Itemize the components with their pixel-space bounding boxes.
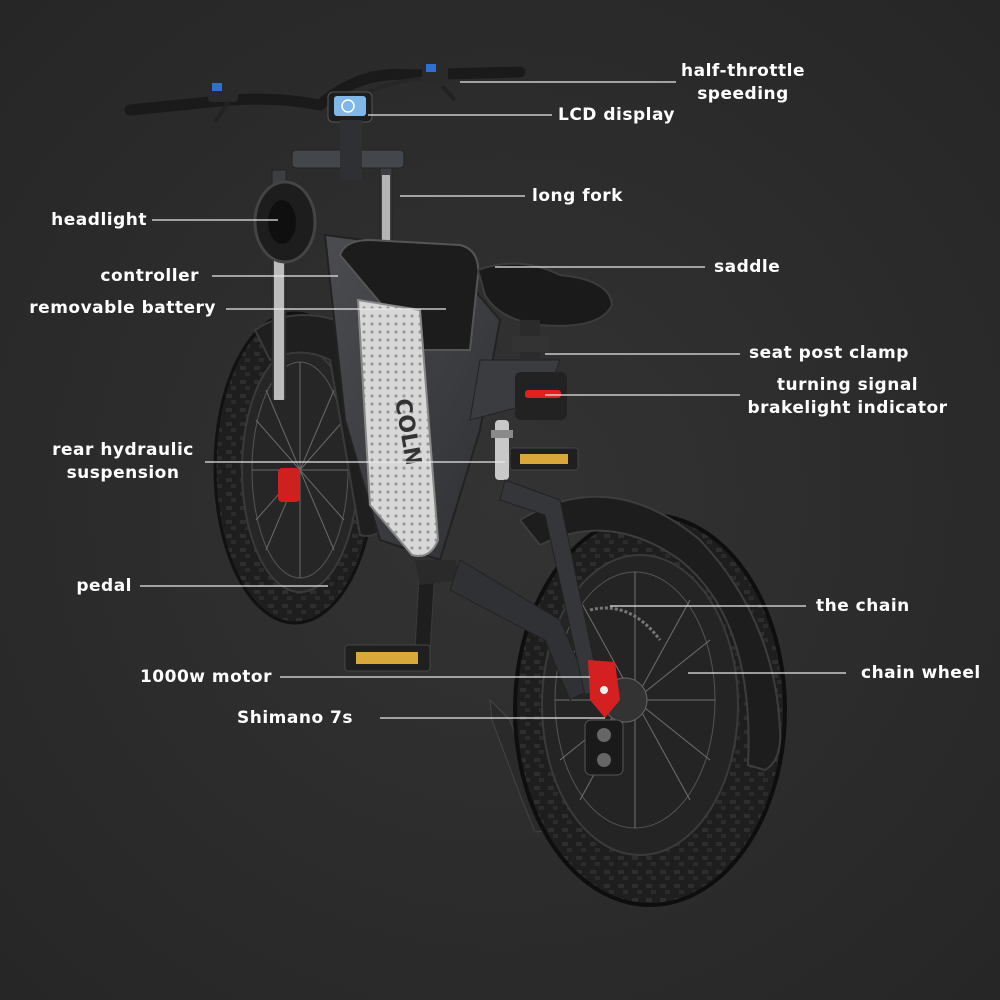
rear-shock (491, 420, 513, 480)
rear-wheel (513, 513, 787, 907)
rear-brake-caliper (588, 660, 620, 718)
derailleur (584, 719, 624, 776)
label-pedal: pedal (76, 576, 132, 596)
label-seat-post-clamp: seat post clamp (749, 343, 909, 363)
label-controller: controller (100, 266, 199, 286)
swing-arm (449, 559, 591, 701)
stem (340, 120, 362, 180)
label-chain-wheel: chain wheel (861, 663, 981, 683)
label-lcd-display: LCD display (558, 105, 675, 125)
pedal-lower (344, 644, 431, 672)
saddle-shape (476, 262, 614, 360)
front-brake-caliper (278, 468, 300, 502)
removable-battery: COLN (338, 238, 480, 557)
crank-arm (414, 559, 460, 651)
label-removable-battery: removable battery (29, 298, 216, 318)
lcd-display (327, 91, 373, 123)
label-the-chain: the chain (816, 596, 910, 616)
label-headlight: headlight (51, 210, 147, 230)
pedal-upper (509, 447, 579, 471)
label-shimano: Shimano 7s (236, 708, 353, 728)
label-motor: 1000w motor (139, 667, 272, 687)
chain (589, 606, 662, 641)
rear-fender (518, 495, 782, 772)
handlebar (124, 60, 526, 124)
label-saddle: saddle (714, 257, 781, 277)
leader-lines (140, 81, 846, 719)
label-long-fork: long fork (532, 186, 623, 206)
tail-light (515, 372, 567, 420)
